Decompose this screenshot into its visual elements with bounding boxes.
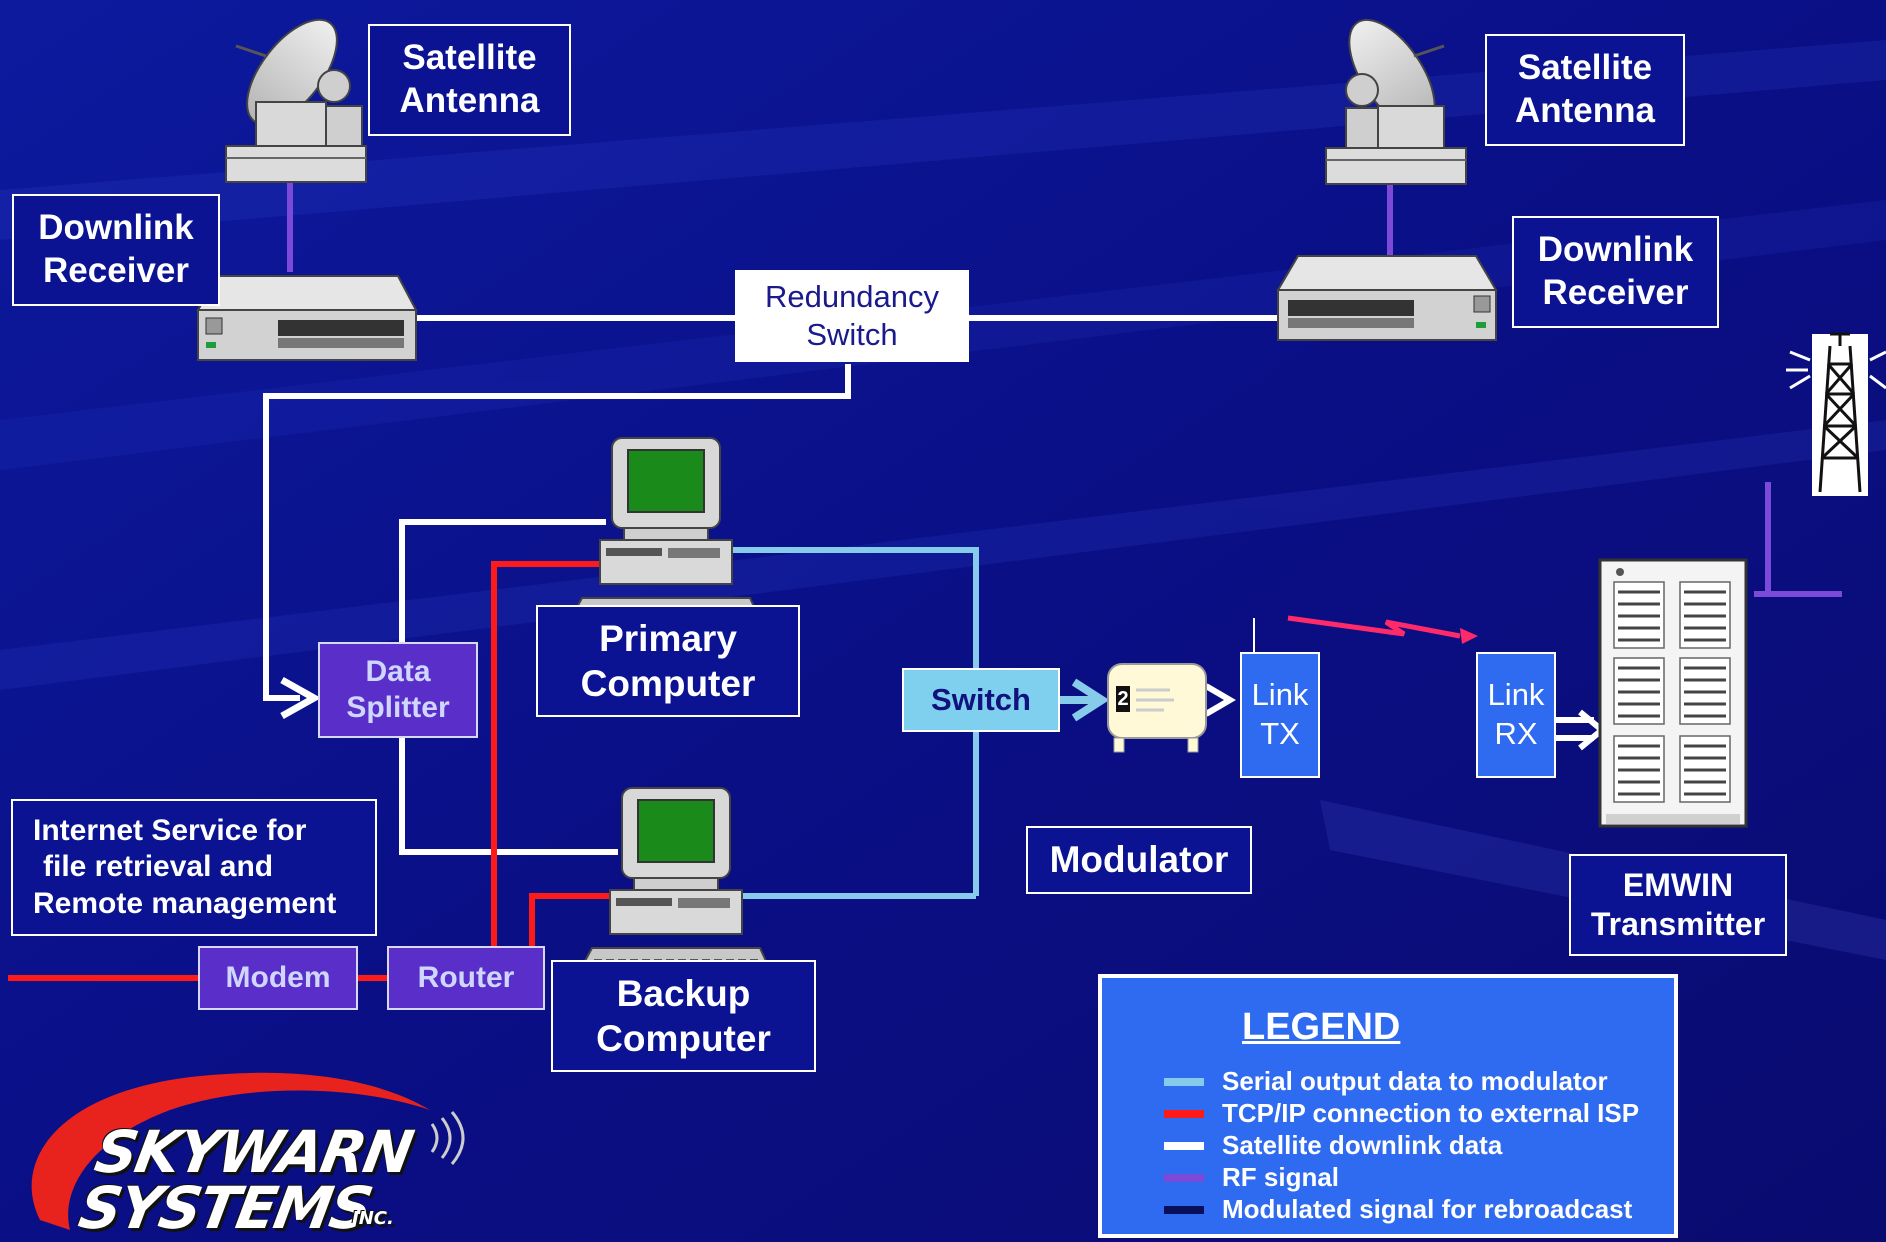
legend: LEGEND Serial output data to modulator T… (1098, 974, 1678, 1238)
legend-item-modulated: Modulated signal for rebroadcast (1164, 1194, 1674, 1224)
satellite-antenna-left-label: Satellite Antenna (368, 24, 571, 136)
label-line: TX (1260, 716, 1300, 751)
desktop-computer-icon (576, 787, 774, 975)
legend-swatch (1164, 1110, 1204, 1118)
primary-computer-label: Primary Computer (536, 605, 800, 717)
label-line: Satellite (402, 38, 537, 78)
label-line: Receiver (43, 251, 189, 290)
label-line: EMWIN (1622, 866, 1734, 903)
rf-lightning-tip (1460, 628, 1478, 644)
legend-swatch (1164, 1078, 1204, 1086)
label-line: Switch (806, 317, 898, 352)
legend-item-serial: Serial output data to modulator (1164, 1066, 1674, 1096)
legend-item-tcpip: TCP/IP connection to external ISP (1164, 1098, 1674, 1128)
label-line: Computer (580, 663, 756, 704)
downlink-lines (263, 315, 1280, 855)
rf-lightning (1287, 615, 1461, 639)
legend-item-rf: RF signal (1164, 1162, 1674, 1192)
radio-tower-icon (1786, 332, 1886, 496)
label-line: Downlink (38, 208, 194, 248)
label-line: Link (1251, 677, 1309, 713)
satellite-dish-icon (225, 18, 367, 183)
satellite-antenna-right-label: Satellite Antenna (1485, 34, 1685, 146)
logo-suffix: INC. (352, 1208, 394, 1229)
label-line: Receiver (1542, 273, 1689, 312)
label-line: RX (1494, 716, 1538, 751)
data-splitter: Data Splitter (318, 642, 478, 738)
router: Router (387, 946, 545, 1010)
backup-computer-label: Backup Computer (551, 960, 816, 1072)
internet-service-label: Internet Service for file retrieval and … (11, 799, 377, 936)
logo-line2: SYSTEMS (74, 1174, 377, 1242)
legend-label: RF signal (1222, 1162, 1340, 1192)
serial-lines (730, 547, 979, 899)
transmitter-cabinet-icon (1598, 558, 1748, 828)
label-line: Internet Service for (33, 813, 307, 847)
receiver-unit-icon (1276, 255, 1498, 341)
modulator-device-icon (1107, 663, 1207, 753)
arrow-to-link-tx (1204, 683, 1236, 717)
legend-title: LEGEND (1242, 1006, 1401, 1048)
redundancy-switch: Redundancy Switch (735, 270, 969, 362)
label-line: Satellite (1517, 48, 1653, 88)
tcpip-lines (8, 561, 616, 981)
switch-label: Switch (931, 682, 1031, 717)
legend-label: TCP/IP connection to external ISP (1222, 1098, 1640, 1128)
label-line: Antenna (399, 81, 540, 120)
arrow-to-splitter (280, 676, 322, 720)
downlink-receiver-right-label: Downlink Receiver (1512, 216, 1719, 328)
label-line: Antenna (1515, 91, 1655, 130)
downlink-receiver-left-label: Downlink Receiver (12, 194, 220, 306)
switch: Switch (902, 668, 1060, 732)
modem-label: Modem (225, 961, 331, 994)
label-line: Remote management (33, 886, 337, 920)
label-line: Splitter (346, 691, 450, 724)
modulator-badge: 2 (1117, 688, 1129, 710)
label-line: Transmitter (1590, 906, 1766, 942)
arrow-head-switch (1071, 678, 1110, 722)
label-line: Primary (599, 617, 737, 659)
emwin-transmitter-label: EMWIN Transmitter (1569, 854, 1787, 956)
label-line: Data (365, 655, 431, 688)
legend-swatch (1164, 1174, 1204, 1182)
label-line: Computer (596, 1018, 771, 1059)
label-line: file retrieval and (43, 850, 274, 884)
router-label: Router (417, 961, 515, 994)
legend-label: Satellite downlink data (1222, 1130, 1503, 1160)
legend-label: Modulated signal for rebroadcast (1222, 1194, 1633, 1224)
link-rx: Link RX (1476, 652, 1556, 778)
satellite-dish-icon (1325, 18, 1467, 185)
label-line: Link (1487, 677, 1545, 713)
legend-item-downlink: Satellite downlink data (1164, 1130, 1674, 1160)
legend-label: Serial output data to modulator (1222, 1066, 1608, 1096)
link-tx: Link TX (1240, 652, 1320, 778)
modem: Modem (198, 946, 358, 1010)
modulator-label: Modulator (1026, 826, 1252, 894)
legend-swatch (1164, 1206, 1204, 1214)
label-line: Redundancy (764, 279, 940, 315)
rf-lines (287, 180, 1842, 597)
label-line: Downlink (1537, 230, 1694, 270)
skywarn-logo-swoosh (31, 1072, 465, 1230)
legend-swatch (1164, 1142, 1204, 1150)
receiver-unit-icon (196, 275, 418, 361)
label-line: Backup (616, 972, 751, 1014)
skywarn-logo: SKYWARN SYSTEMS INC. (18, 1064, 478, 1242)
modulator-label-text: Modulator (1049, 839, 1229, 881)
